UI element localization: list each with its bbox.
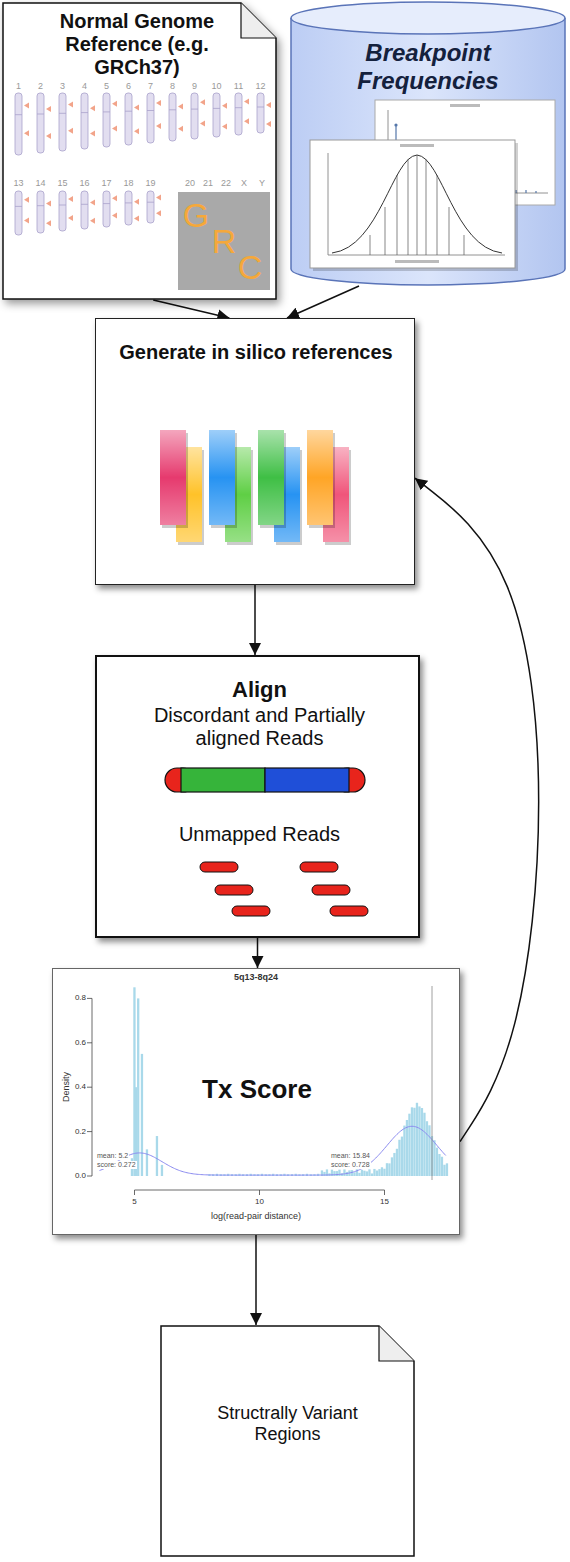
chromosome-number: X — [241, 178, 247, 188]
node-text: Structrally Variant Regions — [200, 1403, 375, 1444]
chart-label: 10 — [255, 1197, 264, 1206]
chromosome-number: 19 — [145, 178, 155, 188]
chart-label: 0.0 — [75, 1171, 86, 1180]
chromosome-number: 16 — [79, 178, 89, 188]
chromosome-number: 5 — [104, 81, 109, 91]
flow-arrow — [257, 938, 259, 968]
node-text: Unmapped Reads — [107, 823, 412, 846]
chromosome-number: 2 — [38, 81, 43, 91]
logo-letter: R — [212, 222, 237, 261]
chromosome-number: 8 — [170, 81, 175, 91]
chromosome-number: 14 — [35, 178, 45, 188]
flow-arrow — [255, 1235, 257, 1325]
chromosome-number: 6 — [126, 81, 131, 91]
logo-letter: C — [238, 248, 263, 287]
chart-label: score: 0.272 — [96, 1161, 137, 1169]
chromosome-number: 20 — [185, 178, 195, 188]
process-box: AlignDiscordant and Partially aligned Re… — [95, 655, 420, 938]
node-text: Tx Score — [177, 1075, 337, 1105]
chromosome-number: 13 — [13, 178, 23, 188]
chart-label: 0.4 — [75, 1082, 86, 1091]
chromosome-number: 17 — [101, 178, 111, 188]
chromosome-number: 18 — [123, 178, 133, 188]
flow-arrow — [254, 585, 256, 655]
chart-label: log(read-pair distance) — [211, 1211, 301, 1221]
chromosome-number: 10 — [211, 81, 221, 91]
logo-letter: G — [183, 196, 209, 235]
chromosome-number: 4 — [82, 81, 87, 91]
chart-box: Tx Score — [52, 968, 460, 1235]
node-text: Discordant and Partially aligned Reads — [127, 704, 392, 750]
chromosome-number: 11 — [234, 81, 243, 91]
chart-label: 5q13-8q24 — [234, 972, 278, 982]
chromosome-number: 22 — [221, 178, 231, 188]
chromosome-number: 9 — [192, 81, 197, 91]
chromosome-number: 21 — [203, 178, 213, 188]
chromosome-number: 1 — [16, 81, 21, 91]
node-text: Align — [107, 677, 412, 702]
node-text: Breakpoint Frequencies — [308, 39, 548, 94]
node-text: Normal Genome Reference (e.g. GRCh37) — [27, 10, 247, 79]
database-cylinder: Breakpoint Frequencies — [290, 1, 566, 286]
chart-label: 0.2 — [75, 1127, 86, 1136]
chromosome-number: Y — [259, 178, 265, 188]
process-box: Generate in silico references — [95, 318, 415, 585]
chart-label: 5 — [132, 1197, 136, 1206]
flow-arrow — [287, 286, 359, 318]
chromosome-number: 12 — [255, 81, 265, 91]
chart-label: mean: 5.2 — [96, 1152, 129, 1160]
chart-label: mean: 15.84 — [330, 1152, 371, 1160]
chromosome-number: 15 — [57, 178, 67, 188]
chart-label: 0.8 — [75, 993, 86, 1002]
document-box: Structrally Variant Regions — [160, 1325, 415, 1557]
chromosome-number: 3 — [60, 81, 65, 91]
chart-label: Density — [61, 1072, 71, 1102]
chart-label: 15 — [380, 1197, 389, 1206]
chart-label: score: 0.728 — [330, 1161, 371, 1169]
chromosome-number: 7 — [148, 81, 153, 91]
chart-label: 0.6 — [75, 1038, 86, 1047]
flow-arrow — [153, 300, 229, 318]
node-text: Generate in silico references — [111, 341, 401, 364]
